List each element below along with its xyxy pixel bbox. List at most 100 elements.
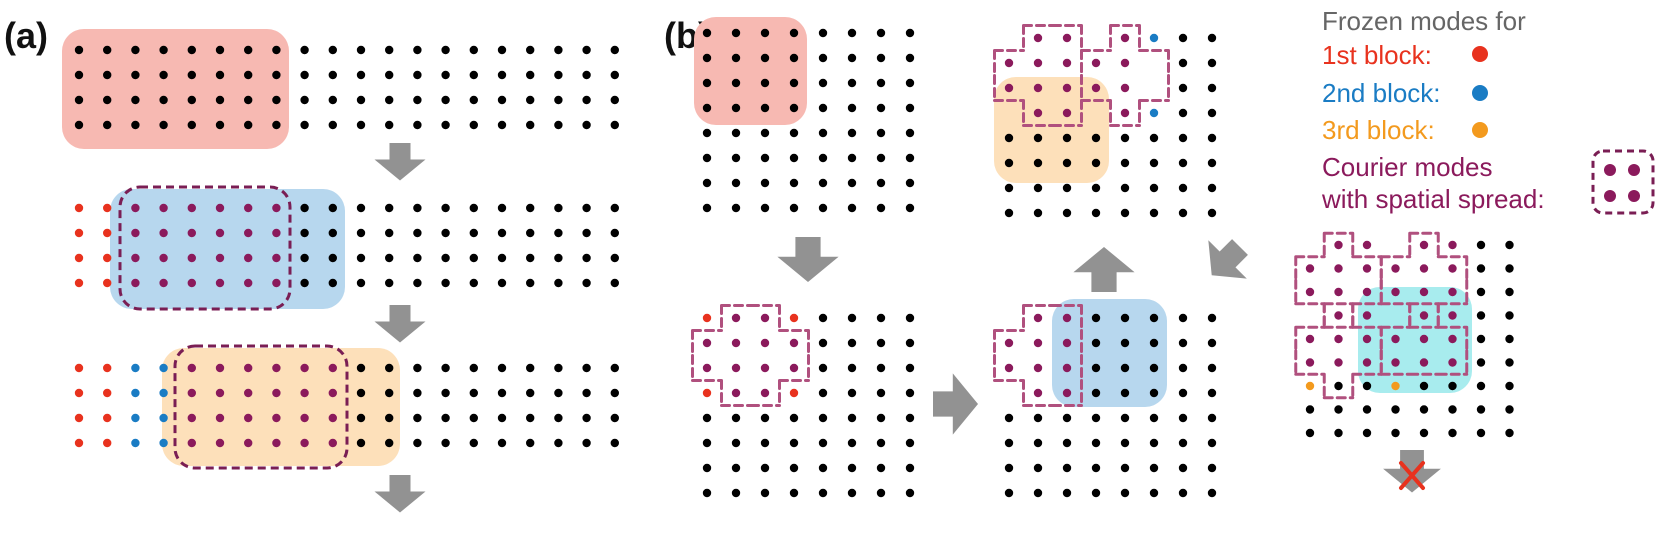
arrow-up	[1073, 247, 1135, 292]
mode-dot	[731, 128, 741, 138]
mode-dot	[526, 203, 535, 213]
mode-dot	[413, 388, 422, 398]
legend-title: Frozen modes for	[1322, 6, 1526, 36]
courier-mode-dot	[1448, 287, 1457, 297]
courier-mode-dot	[1334, 287, 1343, 297]
courier-mode-dot	[1004, 338, 1014, 348]
mode-dot	[1004, 438, 1014, 448]
block-4-highlight	[1358, 287, 1472, 393]
mode-dot	[847, 28, 857, 38]
courier-mode-dot	[1033, 108, 1043, 118]
frozen-mode-dot	[159, 363, 168, 373]
courier-outline	[691, 304, 810, 407]
mode-dot	[818, 128, 828, 138]
mode-dot	[1476, 311, 1486, 320]
mode-dot	[876, 338, 886, 348]
frozen-mode-dot	[131, 388, 140, 398]
mode-dot	[1476, 428, 1486, 438]
frozen-mode-dot	[159, 388, 168, 398]
mode-dot	[847, 128, 857, 138]
mode-dot	[905, 463, 915, 473]
mode-dot	[731, 413, 741, 423]
frozen-mode-dot	[103, 278, 112, 288]
mode-dot	[847, 388, 857, 398]
mode-dot	[385, 95, 394, 105]
mode-dot	[760, 203, 770, 213]
mode-dot	[582, 438, 591, 448]
mode-dot	[554, 70, 563, 80]
mode-dot	[385, 203, 394, 213]
mode-dot	[582, 120, 591, 130]
mode-dot	[215, 120, 225, 130]
courier-mode-dot	[1033, 313, 1043, 323]
courier-mode-dot	[215, 228, 225, 238]
courier-mode-dot	[731, 313, 741, 323]
frozen-mode-dot	[74, 413, 84, 423]
mode-dot	[215, 70, 225, 80]
mode-dot	[582, 95, 591, 105]
mode-dot	[789, 78, 799, 88]
mode-dot	[1149, 133, 1159, 143]
mode-dot	[356, 388, 366, 398]
mode-dot	[526, 413, 535, 423]
mode-dot	[1149, 463, 1159, 473]
mode-dot	[497, 253, 507, 263]
mode-dot	[159, 95, 168, 105]
courier-mode-dot	[1334, 334, 1343, 344]
mode-dot	[789, 128, 799, 138]
mode-dot	[244, 70, 253, 80]
courier-mode-dot	[789, 363, 799, 373]
mode-dot	[789, 413, 799, 423]
courier-mode-dot	[1305, 334, 1315, 344]
mode-dot	[1062, 413, 1072, 423]
mode-dot	[1149, 208, 1159, 218]
mode-dot	[610, 363, 619, 373]
mode-dot	[905, 78, 915, 88]
mode-dot	[1062, 488, 1072, 498]
mode-dot	[1033, 463, 1043, 473]
mode-dot	[1178, 438, 1188, 448]
legend: Frozen modes for 1st block: 2nd block: 3…	[1321, 6, 1655, 215]
block-1-highlight	[694, 17, 807, 125]
mode-dot	[1149, 438, 1159, 448]
mode-dot	[818, 488, 828, 498]
mode-dot	[905, 153, 915, 163]
legend-courier-outline-icon	[1591, 149, 1655, 215]
mode-dot	[300, 278, 309, 288]
courier-mode-dot	[187, 203, 196, 213]
mode-dot	[1362, 381, 1372, 391]
mode-dot	[526, 388, 535, 398]
courier-mode-dot	[1305, 358, 1315, 367]
arrow-down	[777, 237, 839, 282]
mode-dot	[876, 488, 886, 498]
mode-dot	[1178, 388, 1188, 398]
mode-dot	[74, 70, 84, 80]
mode-dot	[1391, 405, 1400, 414]
mode-dot	[789, 463, 799, 473]
mode-dot	[159, 70, 168, 80]
mode-dot	[905, 438, 915, 448]
courier-mode-dot	[272, 413, 281, 423]
legend-courier-dot	[1604, 190, 1616, 202]
mode-dot	[1004, 463, 1014, 473]
frozen-mode-dot	[1305, 381, 1315, 391]
courier-mode-dot	[1448, 240, 1457, 250]
courier-mode-dot	[760, 338, 770, 348]
mode-dot	[469, 278, 478, 288]
mode-dot	[1207, 313, 1217, 323]
frozen-mode-dot	[1149, 108, 1159, 118]
courier-mode-dot	[1062, 33, 1072, 43]
frozen-mode-dot	[789, 388, 799, 398]
legend-1st-block: 1st block:	[1322, 40, 1432, 70]
mode-dot	[469, 45, 478, 55]
mode-dot	[356, 253, 366, 263]
courier-mode-dot	[272, 253, 281, 263]
courier-mode-dot	[1062, 313, 1072, 323]
mode-dot	[702, 103, 712, 113]
mode-dot	[1207, 438, 1217, 448]
block-2-highlight	[110, 189, 345, 309]
courier-mode-dot	[187, 363, 196, 373]
mode-dot	[74, 95, 84, 105]
courier-mode-dot	[1334, 311, 1343, 320]
legend-courier-dot	[1628, 190, 1640, 202]
